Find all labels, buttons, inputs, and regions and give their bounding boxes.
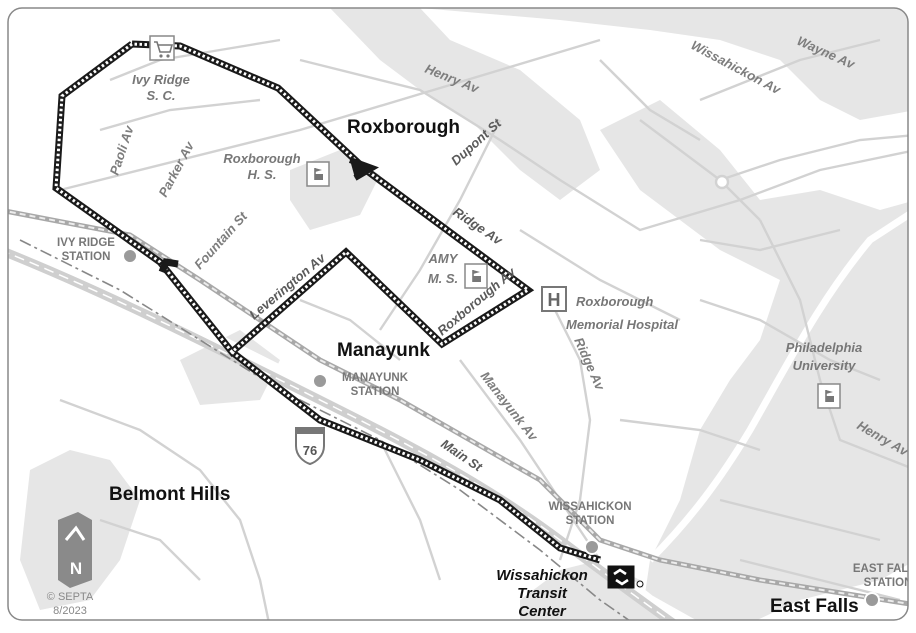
poi-labels: Ivy Ridge S. C. Roxborough H. S. AMY M. …: [132, 72, 862, 373]
school-flag-icon: [817, 383, 841, 409]
poi-label: Roxborough: [223, 151, 300, 166]
poi-label: Roxborough: [576, 294, 653, 309]
station-label: STATION: [864, 577, 913, 589]
road-network: [59, 38, 908, 620]
north-label: N: [70, 559, 82, 578]
manayunk-station-marker: [312, 373, 328, 389]
park-areas: [20, 8, 908, 620]
school-flag-icon: [306, 161, 330, 187]
traffic-circle: [714, 174, 730, 190]
poi-label: H. S.: [248, 167, 277, 182]
svg-text:Center: Center: [518, 603, 567, 620]
bus-route: [52, 40, 602, 564]
poi-label: Ivy Ridge: [132, 72, 190, 87]
station-label: IVY RIDGE: [57, 237, 115, 249]
direction-arrow: [348, 157, 380, 181]
place-label: East Falls: [770, 596, 859, 617]
svg-text:Transit: Transit: [517, 585, 568, 602]
interstate-shield: 76: [295, 427, 325, 466]
wissahickon-station-marker: [584, 539, 600, 555]
station-label: WISSAHICKON: [548, 501, 631, 513]
east-falls-station-marker: [864, 592, 880, 608]
copyright-label: © SEPTA: [47, 591, 94, 603]
poi-label: M. S.: [428, 271, 458, 286]
interstate-number: 76: [303, 443, 317, 458]
map-border: [7, 7, 909, 621]
wissahickon-creek: [647, 207, 908, 563]
station-label: MANAYUNK: [342, 372, 409, 384]
shopping-cart-icon: [149, 35, 175, 61]
station-label: STATION: [351, 386, 400, 398]
transit-center-label: Wissahickon Transit Center: [496, 567, 588, 620]
place-label: Manayunk: [337, 340, 430, 361]
poi-label: AMY: [428, 251, 459, 266]
station-label: STATION: [62, 251, 111, 263]
svg-text:H: H: [548, 290, 561, 310]
poi-label: University: [793, 358, 857, 373]
ivy-ridge-station-marker: [122, 248, 138, 264]
hospital-icon: H: [541, 286, 567, 312]
svg-text:Wissahickon: Wissahickon: [496, 567, 588, 584]
transit-center-icon: [607, 565, 644, 589]
poi-label: S. C.: [147, 88, 176, 103]
direction-arrow: [158, 258, 179, 274]
poi-label: Philadelphia: [786, 340, 863, 355]
schuylkill-river: [8, 245, 703, 620]
secondary-rail: [19, 239, 641, 620]
place-label: Belmont Hills: [109, 484, 230, 505]
poi-label: Memorial Hospital: [566, 317, 678, 332]
station-labels: IVY RIDGE STATION MANAYUNK STATION WISSA…: [57, 237, 916, 589]
copyright-date: 8/2023: [53, 605, 87, 617]
station-label: STATION: [566, 515, 615, 527]
north-arrow-icon: N: [58, 512, 92, 588]
school-flag-icon: [464, 263, 488, 289]
place-label: Roxborough: [347, 117, 460, 138]
